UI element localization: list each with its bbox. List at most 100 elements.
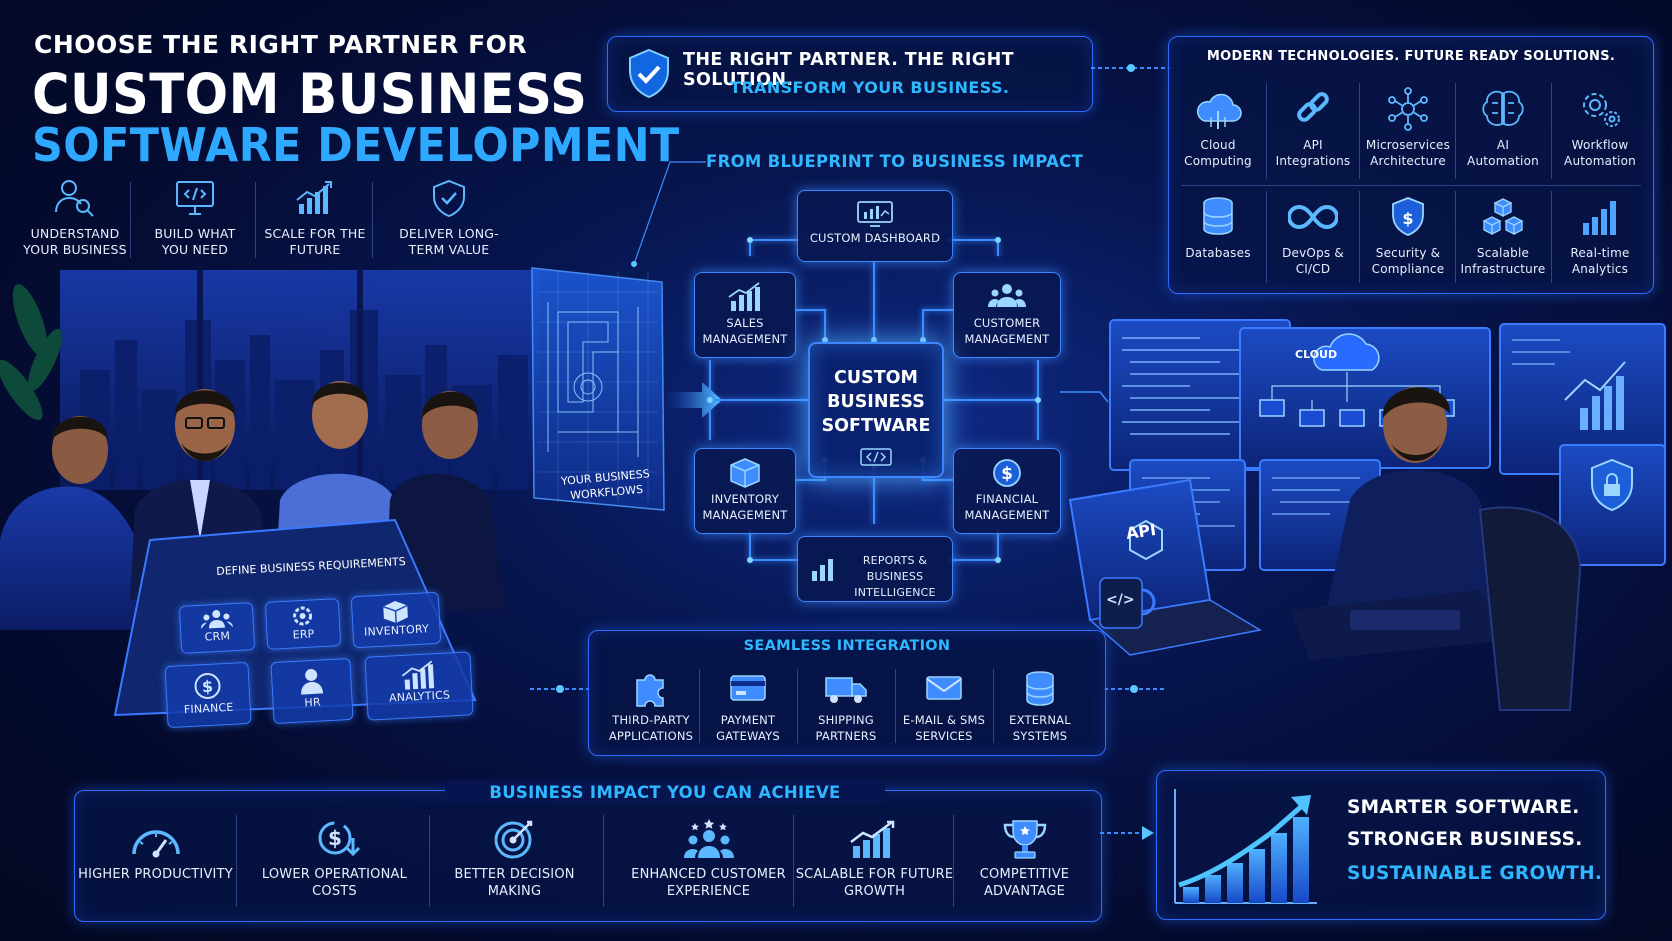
coffee-mug: [1099, 577, 1156, 629]
node-custom-dashboard: CUSTOM DASHBOARD: [797, 190, 953, 262]
plant-decoration: [0, 284, 62, 421]
divider: [372, 182, 373, 258]
node-inventory-management: INVENTORY MANAGEMENT: [694, 448, 796, 534]
person-search-icon: [55, 180, 94, 217]
impact-label: HIGHER PRODUCTIVITY: [78, 867, 233, 882]
team-meeting-illustration: [0, 381, 505, 717]
requirement-tile-crm: CRM: [178, 602, 256, 654]
integration-label: PAYMENT GATEWAYS: [716, 713, 780, 743]
growth-chart-icon: [401, 660, 435, 690]
result-line3: SUSTAINABLE GROWTH.: [1347, 863, 1603, 884]
divider: [255, 182, 256, 258]
integration-item: THIRD-PARTY APPLICATIONS: [604, 668, 698, 744]
divider: [1551, 191, 1552, 283]
team-stars-icon: [683, 819, 734, 858]
truck-icon: [825, 677, 867, 703]
divider: [1455, 83, 1456, 179]
impact-label: SCALABLE FOR FUTURE GROWTH: [795, 867, 954, 899]
pillar-deliver: DELIVER LONG-TERM VALUE: [384, 178, 514, 258]
technologies-panel: MODERN TECHNOLOGIES. FUTURE READY SOLUTI…: [1168, 36, 1654, 294]
technologies-title: MODERN TECHNOLOGIES. FUTURE READY SOLUTI…: [1206, 49, 1616, 64]
tech-label: AI Automation: [1467, 138, 1539, 168]
dollar-coin-icon: $: [993, 459, 1021, 487]
chair: [1478, 506, 1582, 711]
connector: [1060, 391, 1109, 403]
impact-item: BETTER DECISION MAKING: [432, 818, 597, 900]
divider: [130, 182, 131, 258]
cost-down-icon: $: [318, 821, 360, 857]
tile-label: CRM: [204, 629, 231, 644]
tile-label: HR: [304, 695, 322, 710]
shield-check-icon: [433, 179, 465, 218]
monitor-cloud-center: [1239, 327, 1491, 469]
integration-item: PAYMENT GATEWAYS: [703, 668, 793, 744]
pillar-understand: UNDERSTAND YOUR BUSINESS: [20, 178, 130, 258]
tech-label: DevOps & CI/CD: [1282, 246, 1344, 276]
growth-chart-icon: [296, 181, 332, 214]
tech-item: Workflow Automation: [1556, 87, 1644, 169]
tech-item: AI Automation: [1459, 87, 1547, 169]
integration-label: EXTERNAL SYSTEMS: [1009, 713, 1071, 743]
pillar-label: DELIVER LONG-TERM VALUE: [399, 226, 499, 257]
credit-card-icon: [730, 675, 766, 701]
code-monitor-icon: [176, 181, 214, 215]
headline-main: CUSTOM BUSINESS: [32, 62, 588, 126]
code-tag-icon: [860, 448, 892, 466]
tech-item: Real-time Analytics: [1556, 195, 1644, 277]
result-line2: STRONGER BUSINESS.: [1347, 829, 1583, 850]
impact-title-backdrop: [445, 781, 885, 803]
integration-label: SHIPPING PARTNERS: [815, 713, 877, 743]
tech-item: Databases: [1174, 195, 1262, 261]
impact-panel: BUSINESS IMPACT YOU CAN ACHIEVE: [74, 781, 1102, 922]
node-label: CUSTOMER MANAGEMENT: [964, 316, 1050, 346]
tech-label: Scalable Infrastructure: [1460, 246, 1546, 276]
impact-title: BUSINESS IMPACT YOU CAN ACHIEVE: [489, 783, 841, 802]
divider: [699, 669, 700, 743]
arrow-right-icon: [666, 382, 722, 418]
integration-label: THIRD-PARTY APPLICATIONS: [608, 713, 694, 743]
center-custom-software: CUSTOM BUSINESS SOFTWARE: [808, 342, 944, 478]
node-label: REPORTS & BUSINESS INTELLIGENCE: [854, 554, 936, 599]
node-label: CUSTOM DASHBOARD: [809, 231, 941, 245]
speedometer-icon: [131, 830, 180, 858]
center-label: CUSTOM BUSINESS SOFTWARE: [821, 368, 931, 436]
growth-chart-icon: [849, 820, 894, 858]
brain-icon: [1482, 90, 1524, 126]
pillar-label: UNDERSTAND YOUR BUSINESS: [23, 226, 127, 257]
tech-label: Real-time Analytics: [1570, 246, 1630, 276]
integration-label: E-MAIL & SMS SERVICES: [902, 713, 986, 743]
divider: [797, 669, 798, 743]
team-icon: [201, 610, 233, 629]
network-icon: [1388, 87, 1428, 131]
node-financial-management: $ FINANCIAL MANAGEMENT: [953, 448, 1061, 534]
tile-label: FINANCE: [183, 700, 234, 717]
connector: [530, 685, 590, 693]
target-icon: [494, 820, 532, 859]
requirement-tile-finance: $ FINANCE: [164, 661, 252, 729]
dashboard-icon: [857, 201, 893, 227]
divider: [1266, 191, 1267, 283]
tech-item: Scalable Infrastructure: [1459, 195, 1547, 277]
tagline-line2: TRANSFORM YOUR BUSINESS.: [730, 78, 1010, 97]
connector: [1104, 685, 1164, 693]
result-panel: SMARTER SOFTWARE. STRONGER BUSINESS. SUS…: [1156, 770, 1606, 920]
tech-label: API Integrations: [1275, 138, 1351, 168]
monitor-security: [1559, 444, 1666, 566]
arrow-right-icon: [1100, 826, 1154, 840]
growth-chart-graphic: [1174, 789, 1317, 904]
integration-title: SEAMLESS INTEGRATION: [743, 638, 951, 654]
growth-chart-icon: [728, 282, 760, 311]
impact-item: SCALABLE FOR FUTURE GROWTH: [792, 818, 957, 900]
infinity-icon: [1288, 204, 1338, 230]
headline-intro: CHOOSE THE RIGHT PARTNER FOR: [34, 30, 528, 59]
svg-text:$: $: [1402, 209, 1413, 228]
impact-item: $ LOWER OPERATIONAL COSTS: [252, 818, 417, 900]
developer: [1290, 387, 1520, 660]
tech-item: API Integrations: [1269, 87, 1357, 169]
tech-label: Workflow Automation: [1564, 138, 1636, 168]
tech-item: Cloud Computing: [1174, 87, 1262, 169]
pillar-label: SCALE FOR THE FUTURE: [264, 226, 366, 257]
pillar-scale: SCALE FOR THE FUTURE: [260, 178, 370, 258]
divider: [429, 815, 430, 907]
blueprint-workflow-card: [531, 267, 665, 511]
